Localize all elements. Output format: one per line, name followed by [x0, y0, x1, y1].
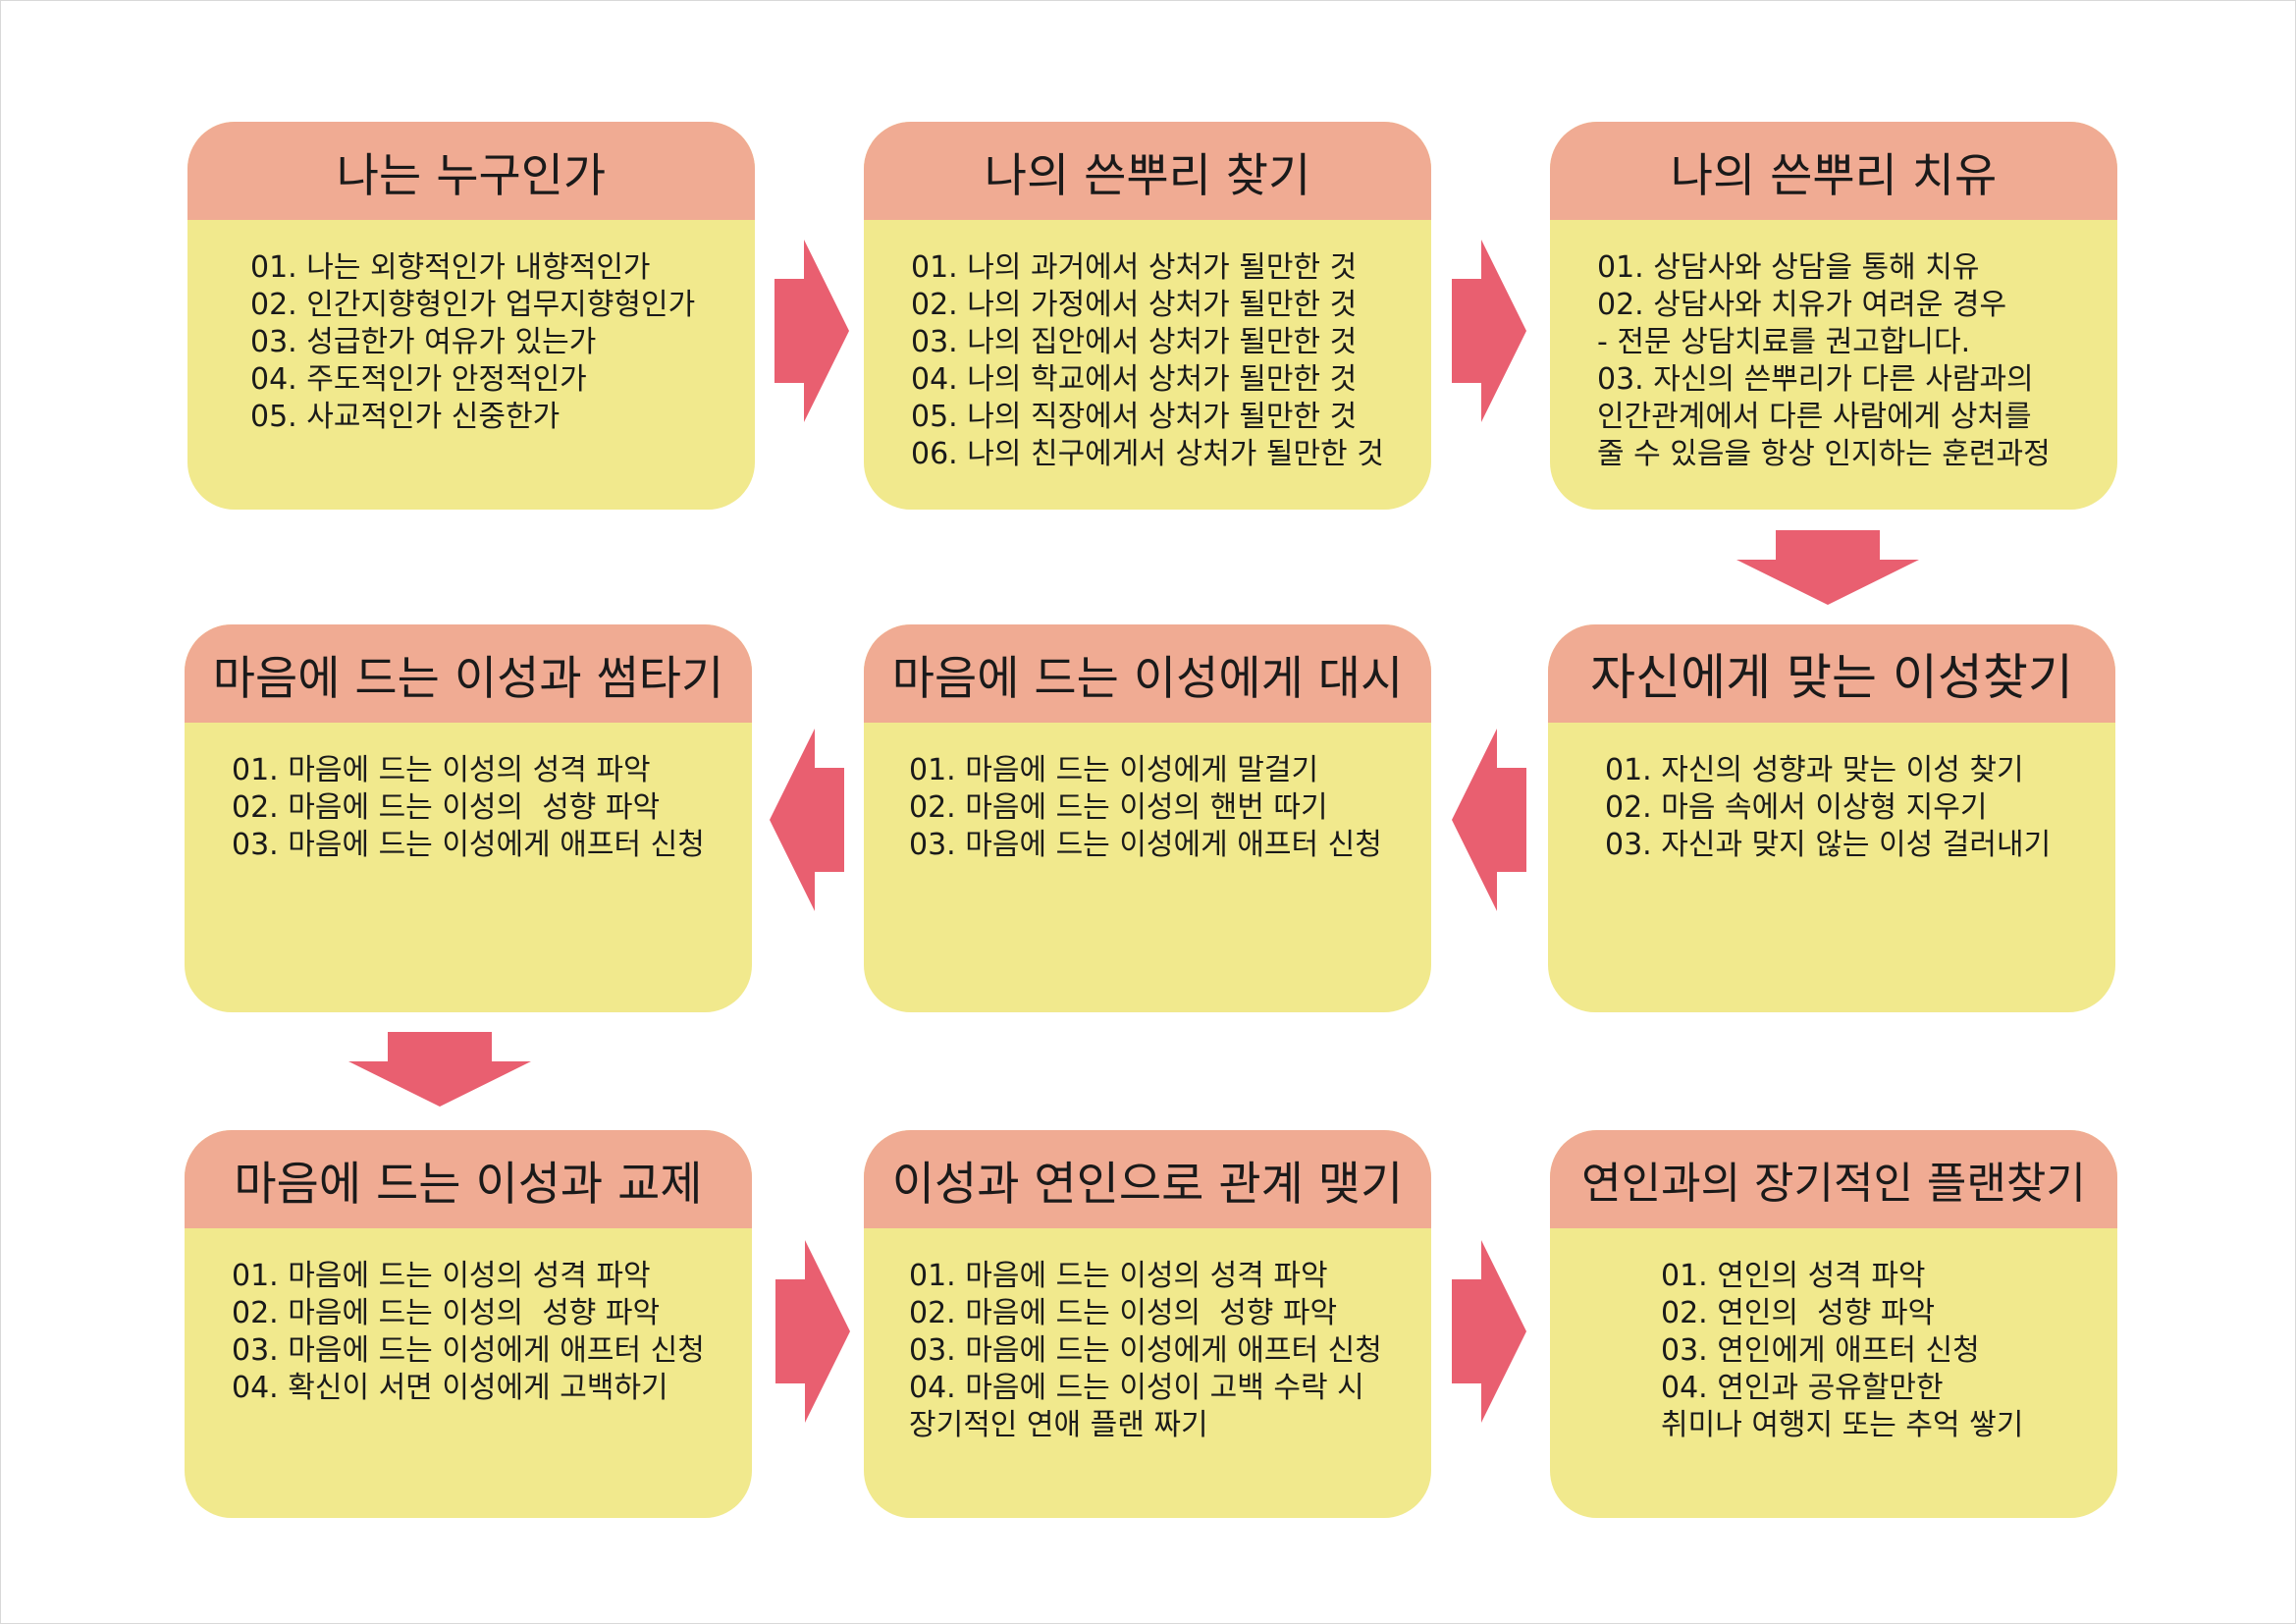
arrow-left-icon	[1452, 729, 1526, 911]
arrow-left-icon	[770, 729, 844, 911]
card-line: 줄 수 있음을 항상 인지하는 훈련과정	[1597, 437, 2051, 471]
card-line: 02. 상담사와 치유가 여려운 경우	[1597, 288, 2007, 322]
card-line: 04. 마음에 드는 이성이 고백 수락 시	[909, 1371, 1364, 1405]
card-line: 03. 자신과 맞지 않는 이성 걸러내기	[1605, 828, 2052, 862]
card-line: 01. 마음에 드는 이성에게 말걸기	[909, 753, 1319, 787]
card-title: 마음에 드는 이성과 교제	[185, 1130, 752, 1228]
card-line: 03. 성급한가 여유가 있는가	[250, 325, 597, 359]
card-body: 01. 마음에 드는 이성의 성격 파악 02. 마음에 드는 이성의 성향 파…	[864, 1228, 1431, 1518]
card-line: 02. 마음에 드는 이성의 핸번 따기	[909, 790, 1328, 825]
card-line: - 전문 상담치료를 권고합니다.	[1597, 325, 1971, 359]
card-line: 01. 마음에 드는 이성의 성격 파악	[232, 753, 651, 787]
step-card-long-term-plan: 연인과의 장기적인 플랜찾기 01. 연인의 성격 파악 02. 연인의 성향 …	[1550, 1130, 2117, 1518]
card-line: 03. 마음에 드는 이성에게 애프터 신청	[909, 1333, 1382, 1368]
card-line: 인간관계에서 다른 사람에게 상처를	[1597, 400, 2032, 434]
card-line: 취미나 여행지 또는 추억 쌓기	[1661, 1408, 2024, 1442]
card-line: 05. 사교적인가 신중한가	[250, 400, 561, 434]
card-line: 02. 마음 속에서 이상형 지우기	[1605, 790, 1988, 825]
card-line: 03. 연인에게 애프터 신청	[1661, 1333, 1980, 1368]
card-line: 01. 나는 외향적인가 내향적인가	[250, 250, 651, 285]
card-line: 03. 마음에 드는 이성에게 애프터 신청	[909, 828, 1382, 862]
card-line: 01. 마음에 드는 이성의 성격 파악	[909, 1259, 1328, 1293]
card-body: 01. 나는 외향적인가 내향적인가 02. 인간지향형인가 업무지향형인가 0…	[187, 220, 755, 510]
arrow-right-icon	[775, 1240, 850, 1423]
card-line: 04. 나의 학교에서 상처가 될만한 것	[911, 362, 1358, 397]
step-card-some-with-crush: 마음에 드는 이성과 썸타기 01. 마음에 드는 이성의 성격 파악 02. …	[185, 624, 752, 1012]
card-title: 이성과 연인으로 관계 맺기	[864, 1130, 1431, 1228]
card-title: 나의 쓴뿌리 치유	[1550, 122, 2117, 220]
card-title: 나의 쓴뿌리 찾기	[864, 122, 1431, 220]
card-line: 01. 나의 과거에서 상처가 될만한 것	[911, 250, 1358, 285]
card-line: 01. 상담사와 상담을 통해 치유	[1597, 250, 1980, 285]
card-line: 05. 나의 직장에서 상처가 될만한 것	[911, 400, 1358, 434]
card-body: 01. 연인의 성격 파악 02. 연인의 성향 파악 03. 연인에게 애프터…	[1550, 1228, 2117, 1518]
card-line: 04. 확신이 서면 이성에게 고백하기	[232, 1371, 668, 1405]
arrow-right-icon	[1452, 240, 1526, 422]
card-line: 03. 나의 집안에서 상처가 될만한 것	[911, 325, 1358, 359]
card-title: 연인과의 장기적인 플랜찾기	[1550, 1130, 2117, 1228]
card-line: 02. 나의 가정에서 상처가 될만한 것	[911, 288, 1358, 322]
arrow-right-icon	[774, 240, 849, 422]
card-line: 02. 마음에 드는 이성의 성향 파악	[232, 790, 661, 825]
card-line: 03. 자신의 쓴뿌리가 다른 사람과의	[1597, 362, 2034, 397]
card-line: 01. 연인의 성격 파악	[1661, 1259, 1926, 1293]
step-card-become-lovers: 이성과 연인으로 관계 맺기 01. 마음에 드는 이성의 성격 파악 02. …	[864, 1130, 1431, 1518]
card-line: 01. 마음에 드는 이성의 성격 파악	[232, 1259, 651, 1293]
card-line: 02. 인간지향형인가 업무지향형인가	[250, 288, 696, 322]
card-line: 02. 마음에 드는 이성의 성향 파악	[232, 1296, 661, 1330]
arrow-right-icon	[1452, 1240, 1526, 1423]
arrow-down-icon	[348, 1032, 531, 1107]
card-line: 03. 마음에 드는 이성에게 애프터 신청	[232, 828, 705, 862]
card-title: 마음에 드는 이성에게 대시	[864, 624, 1431, 723]
card-line: 02. 마음에 드는 이성의 성향 파악	[909, 1296, 1338, 1330]
step-card-who-am-i: 나는 누구인가 01. 나는 외향적인가 내향적인가 02. 인간지향형인가 업…	[187, 122, 755, 510]
card-title: 나는 누구인가	[187, 122, 755, 220]
card-line: 02. 연인의 성향 파악	[1661, 1296, 1936, 1330]
card-title: 자신에게 맞는 이성찾기	[1548, 624, 2115, 723]
card-line: 01. 자신의 성향과 맞는 이성 찾기	[1605, 753, 2024, 787]
card-body: 01. 자신의 성향과 맞는 이성 찾기 02. 마음 속에서 이상형 지우기 …	[1548, 723, 2115, 1012]
step-card-find-bitter-root: 나의 쓴뿌리 찾기 01. 나의 과거에서 상처가 될만한 것 02. 나의 가…	[864, 122, 1431, 510]
card-line: 04. 주도적인가 안정적인가	[250, 362, 587, 397]
card-body: 01. 마음에 드는 이성의 성격 파악 02. 마음에 드는 이성의 성향 파…	[185, 1228, 752, 1518]
step-card-approach-crush: 마음에 드는 이성에게 대시 01. 마음에 드는 이성에게 말걸기 02. 마…	[864, 624, 1431, 1012]
card-body: 01. 상담사와 상담을 통해 치유 02. 상담사와 치유가 여려운 경우 -…	[1550, 220, 2117, 510]
card-line: 장기적인 연애 플랜 짜기	[909, 1408, 1208, 1442]
step-card-date-crush: 마음에 드는 이성과 교제 01. 마음에 드는 이성의 성격 파악 02. 마…	[185, 1130, 752, 1518]
card-line: 04. 연인과 공유할만한	[1661, 1371, 1944, 1405]
step-card-heal-bitter-root: 나의 쓴뿌리 치유 01. 상담사와 상담을 통해 치유 02. 상담사와 치유…	[1550, 122, 2117, 510]
card-body: 01. 마음에 드는 이성의 성격 파악 02. 마음에 드는 이성의 성향 파…	[185, 723, 752, 1012]
card-line: 06. 나의 친구에게서 상처가 될만한 것	[911, 437, 1384, 471]
arrow-down-icon	[1736, 530, 1919, 605]
card-body: 01. 나의 과거에서 상처가 될만한 것 02. 나의 가정에서 상처가 될만…	[864, 220, 1431, 510]
step-card-find-matching-partner: 자신에게 맞는 이성찾기 01. 자신의 성향과 맞는 이성 찾기 02. 마음…	[1548, 624, 2115, 1012]
card-body: 01. 마음에 드는 이성에게 말걸기 02. 마음에 드는 이성의 핸번 따기…	[864, 723, 1431, 1012]
card-line: 03. 마음에 드는 이성에게 애프터 신청	[232, 1333, 705, 1368]
card-title: 마음에 드는 이성과 썸타기	[185, 624, 752, 723]
